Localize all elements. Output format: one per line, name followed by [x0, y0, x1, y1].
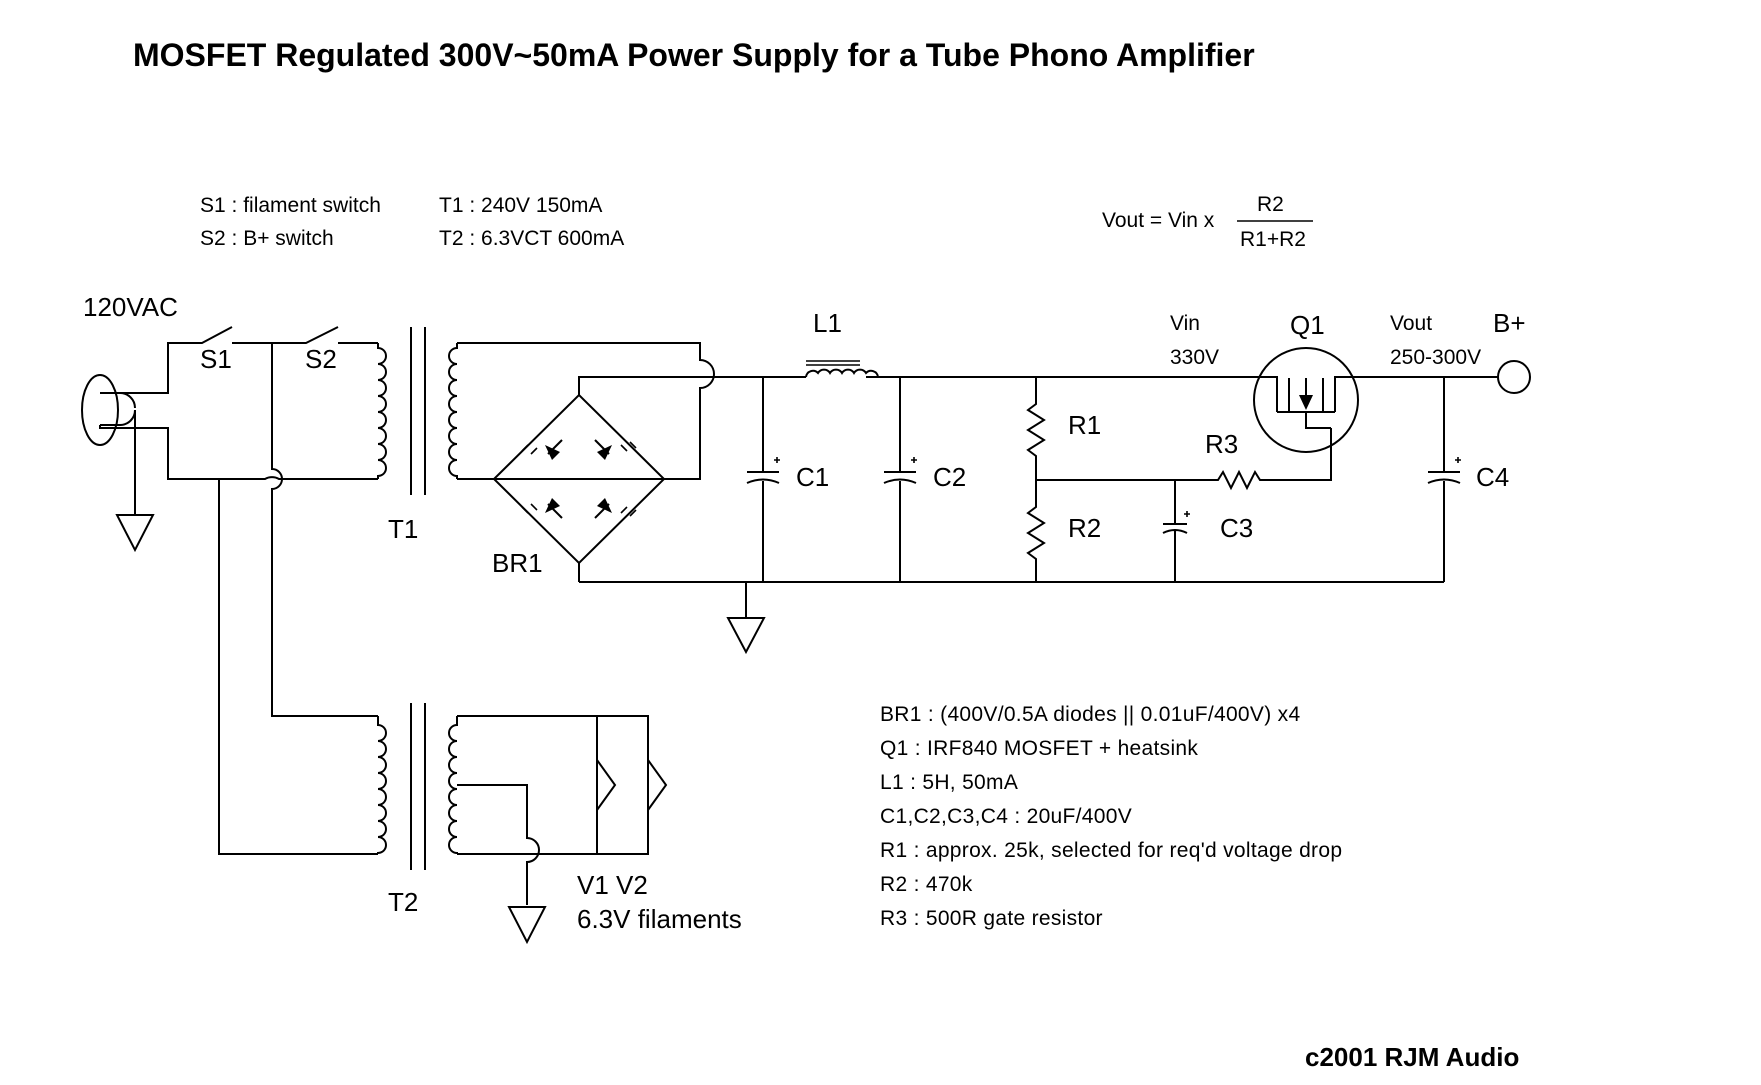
s2-switch — [272, 326, 378, 344]
filament-heaters — [596, 759, 668, 811]
formula-numerator: R2 — [1257, 193, 1284, 216]
label-br1: BR1 — [492, 548, 543, 578]
label-s1: S1 — [200, 344, 232, 374]
capacitor-c1 — [746, 377, 780, 582]
label-bplus: B+ — [1493, 308, 1526, 338]
mosfet-q1 — [1253, 347, 1359, 453]
parts-list-item: R2 : 470k — [880, 873, 973, 896]
label-c1: C1 — [796, 462, 829, 492]
label-vin: Vin — [1170, 312, 1200, 335]
legend-t1: T1 : 240V 150mA — [439, 194, 602, 217]
resistor-r2 — [1026, 480, 1046, 582]
label-c3: C3 — [1220, 513, 1253, 543]
label-r1: R1 — [1068, 410, 1101, 440]
resistor-r3 — [1175, 428, 1332, 491]
divider-tap-wire — [1036, 479, 1176, 486]
t2-return-wire — [218, 479, 378, 855]
label-r2: R2 — [1068, 513, 1101, 543]
bridge-rectifier-br1 — [492, 376, 700, 582]
label-t1: T1 — [388, 514, 418, 544]
resistor-r1 — [1026, 377, 1046, 480]
parts-list-item: R1 : approx. 25k, selected for req'd vol… — [880, 839, 1342, 862]
capacitor-c3 — [1162, 480, 1190, 582]
parts-list-item: Q1 : IRF840 MOSFET + heatsink — [880, 737, 1198, 760]
label-120vac: 120VAC — [83, 292, 178, 322]
parts-list-item: BR1 : (400V/0.5A diodes || 0.01uF/400V) … — [880, 703, 1300, 726]
ground-icon — [507, 906, 547, 945]
label-vout-value: 250-300V — [1390, 346, 1481, 369]
center-tap-wire — [457, 784, 540, 905]
formula-lhs: Vout = Vin x — [1102, 209, 1215, 232]
label-q1: Q1 — [1290, 310, 1325, 340]
capacitor-c4 — [1427, 377, 1461, 582]
transformer-t2 — [377, 703, 458, 870]
parts-list: BR1 : (400V/0.5A diodes || 0.01uF/400V) … — [880, 703, 1342, 930]
label-vin-value: 330V — [1170, 346, 1219, 369]
label-filament-tubes: V1 V2 — [577, 870, 648, 900]
label-c2: C2 — [933, 462, 966, 492]
label-c4: C4 — [1476, 462, 1509, 492]
choke-l1 — [805, 360, 879, 378]
primary-return-wire — [100, 427, 378, 480]
filament-wires — [457, 715, 649, 855]
label-r3: R3 — [1205, 429, 1238, 459]
label-t2: T2 — [388, 887, 418, 917]
capacitor-c2 — [883, 377, 917, 582]
legend-s1: S1 : filament switch — [200, 194, 381, 217]
label-filament-voltage: 6.3V filaments — [577, 904, 742, 934]
transformer-t1 — [377, 327, 458, 495]
ground-icon — [115, 514, 155, 553]
schematic-title: MOSFET Regulated 300V~50mA Power Supply … — [133, 37, 1255, 73]
label-l1: L1 — [813, 308, 842, 338]
legend-t2: T2 : 6.3VCT 600mA — [439, 227, 624, 250]
s1-switch — [100, 326, 272, 394]
formula-denominator: R1+R2 — [1240, 228, 1306, 251]
t1-secondary-top-wire — [457, 342, 715, 480]
t2-feed-wire — [271, 343, 378, 717]
ground-icon — [726, 617, 766, 655]
legend-s2: S2 : B+ switch — [200, 227, 334, 250]
label-s2: S2 — [305, 344, 337, 374]
parts-list-item: R3 : 500R gate resistor — [880, 907, 1103, 930]
parts-list-item: L1 : 5H, 50mA — [880, 771, 1018, 794]
bplus-terminal — [1497, 360, 1531, 394]
ac-plug-symbol — [81, 374, 136, 446]
parts-list-item: C1,C2,C3,C4 : 20uF/400V — [880, 805, 1132, 828]
label-vout: Vout — [1390, 312, 1432, 335]
copyright: c2001 RJM Audio — [1305, 1042, 1519, 1072]
